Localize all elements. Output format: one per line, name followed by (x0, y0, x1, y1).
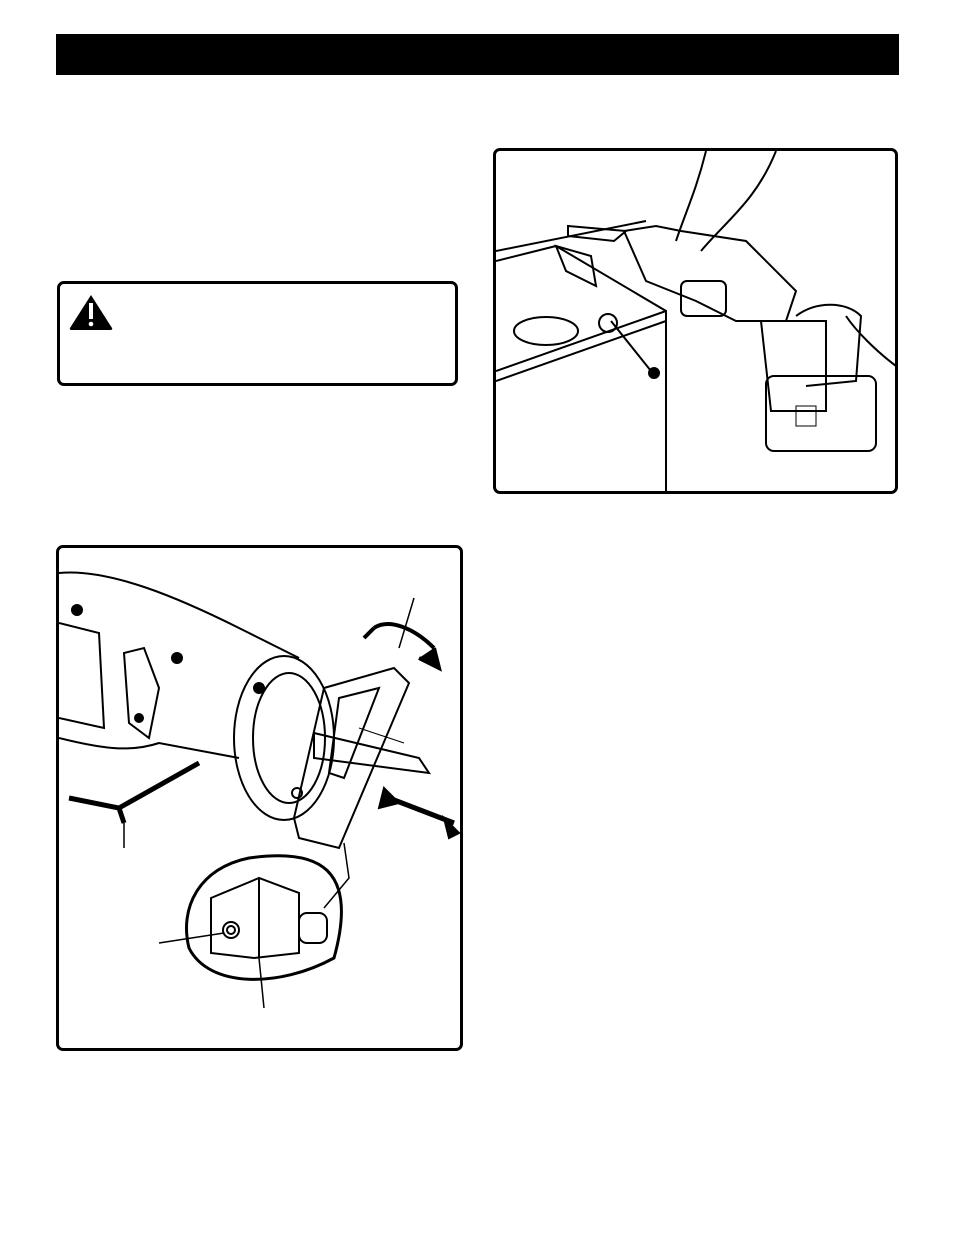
section-header-bar (56, 34, 899, 75)
figure-blade-clamp-detail (56, 545, 463, 1051)
figure-saw-cutting-in-vise (493, 148, 898, 494)
warning-triangle-icon (69, 295, 113, 330)
warning-box (57, 281, 458, 386)
